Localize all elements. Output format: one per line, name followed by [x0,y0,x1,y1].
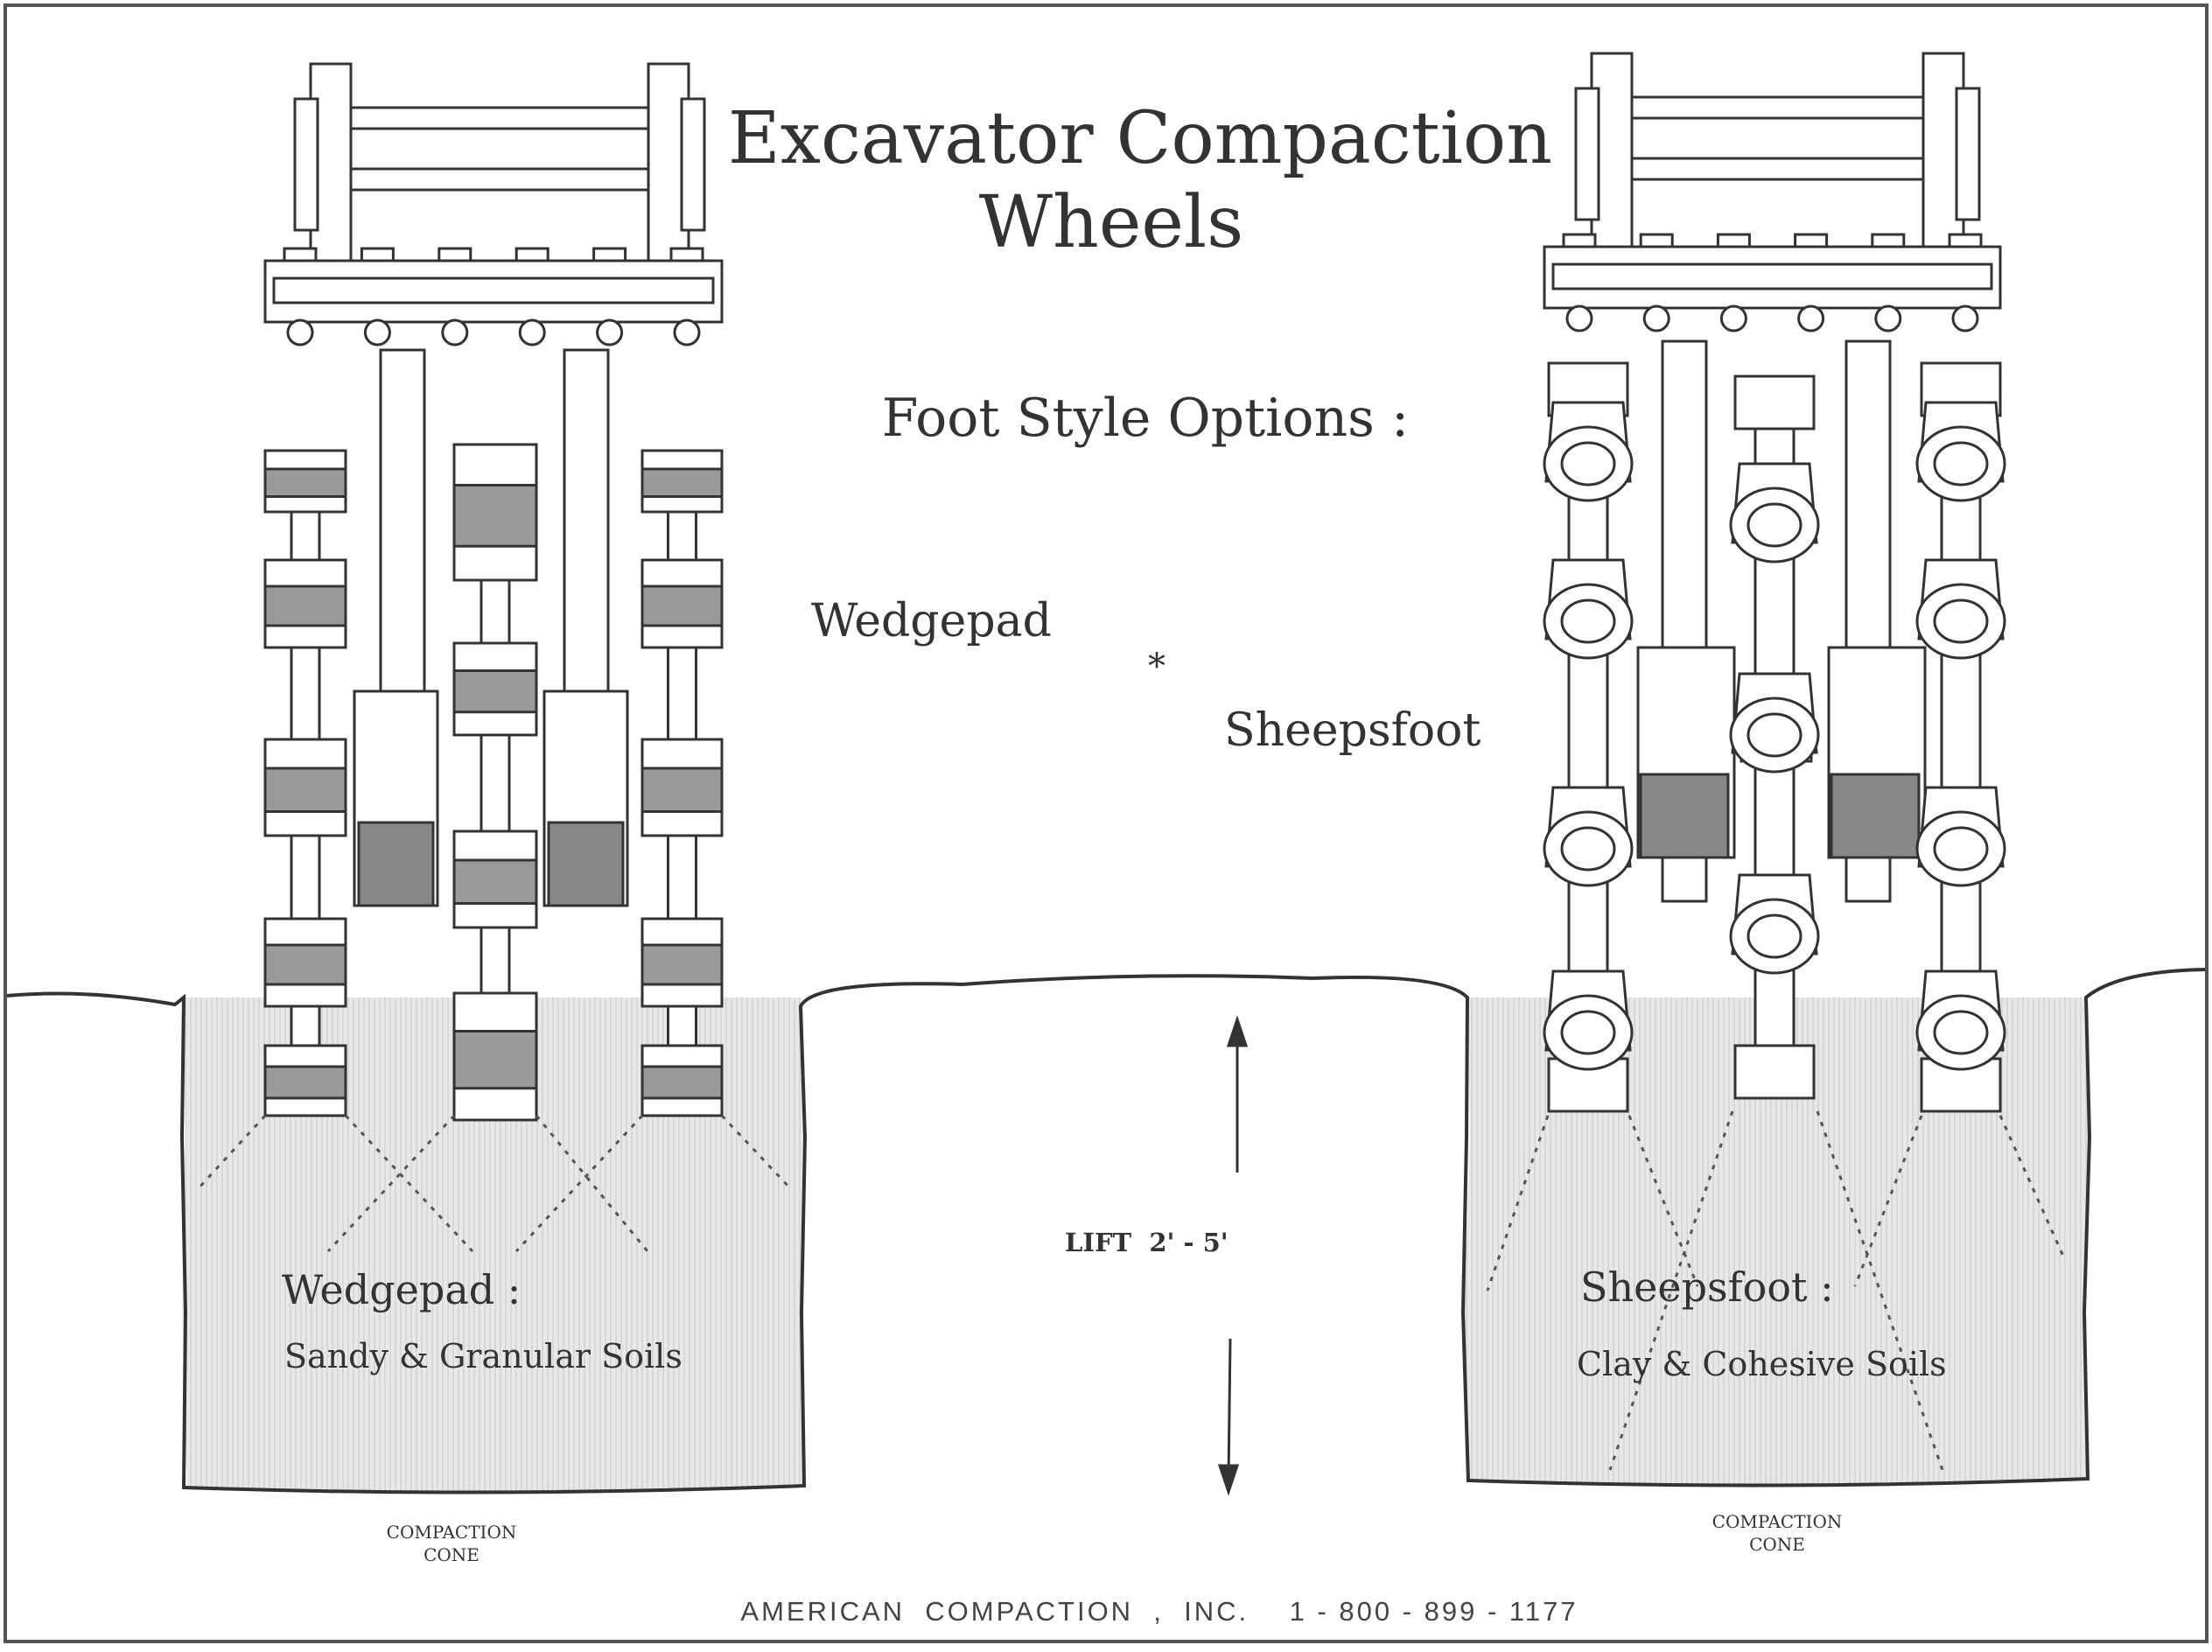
sheepsfoot-foot-inner [1933,1010,1989,1055]
wedgepad-foot-band [452,669,538,714]
wedgepad-foot-band [263,584,347,627]
option-sheepsfoot: Sheepsfoot [1224,704,1480,757]
bolt-icon [1719,304,1747,332]
bolt-icon [596,318,624,346]
sheepsfoot-foot-inner [1746,712,1802,758]
option-separator: * [1148,647,1166,687]
left-cone-label-2: CONE [424,1544,480,1565]
left-pit-label: Wedgepad : [282,1266,521,1313]
bolt-head [1794,233,1829,248]
bolt-icon [1797,304,1825,332]
left-hub-block [357,821,435,907]
bolt-head [514,247,550,262]
bolt-head [669,247,704,262]
wedgepad-foot-band [263,766,347,813]
compaction-cone-line [1486,1115,1550,1292]
wedgepad-foot-band [263,467,347,498]
bolt-icon [1565,304,1593,332]
lift-arrow [1217,1015,1249,1496]
bolt-head [1562,233,1597,248]
sheepsfoot-foot-inner [1560,441,1616,486]
compaction-cone-line [1853,1115,1923,1287]
wedgepad-foot-band [263,1065,347,1100]
bolt-head [1716,233,1751,248]
left-soil-pit [182,998,806,1492]
bolt-head [1639,233,1674,248]
options-heading: Foot Style Options : [882,388,1409,449]
left-bracket-flange [293,97,319,232]
bolt-icon [286,318,314,346]
compaction-cone-line [344,1114,474,1253]
bolt-head [438,247,472,262]
left-hub-block [547,821,625,907]
right-soil-pit [1464,998,2090,1488]
right-bracket-pin-bar [1616,95,1939,120]
right-pit-soil: Clay & Cohesive Soils [1577,1345,1947,1383]
right-hub-block [1639,773,1730,859]
bolt-head [360,247,395,262]
title-line-1: Excavator Compaction [728,97,1552,180]
bolt-head [1871,233,1906,248]
sheepsfoot-foot-inner [1560,826,1616,872]
sheepsfoot-foot-inner [1746,914,1802,959]
left-bracket-flange [680,97,706,232]
sheepsfoot-cap [1733,1044,1816,1100]
wedgepad-foot-band [640,766,724,813]
right-bracket-mount-plate-rail [1551,262,1993,290]
sheepsfoot-foot-inner [1933,441,1989,486]
bolt-icon [1951,304,1979,332]
wedgepad-foot-band [452,1030,538,1090]
wedgepad-foot-band [263,943,347,986]
bolt-icon [673,318,701,346]
compaction-cone-line [1628,1115,1699,1287]
wedgepad-foot-band [640,1065,724,1100]
lift-label: LIFT 2' - 5' [1065,1228,1228,1257]
wedgepad-foot-band [640,467,724,498]
left-bracket-mount-plate-rail [272,276,715,304]
left-cone-label-1: COMPACTION [387,1522,517,1543]
option-wedgepad: Wedgepad [811,595,1052,648]
bolt-icon [363,318,391,346]
compaction-cone-line [326,1114,456,1253]
sheepsfoot-cap [1733,374,1816,430]
left-pit-soil: Sandy & Granular Soils [284,1337,682,1376]
bolt-head [592,247,627,262]
left-bracket-pin-bar [335,106,664,130]
right-cone-label-1: COMPACTION [1712,1511,1843,1532]
bolt-icon [441,318,469,346]
footer-company: AMERICAN COMPACTION , INC. 1 - 800 - 899… [740,1596,1578,1627]
bolt-head [1948,233,1983,248]
sheepsfoot-foot-inner [1746,502,1802,548]
compaction-cone-line [1998,1115,2067,1261]
right-pit-label: Sheepsfoot : [1580,1264,1834,1311]
wedgepad-foot-band [640,584,724,627]
sheepsfoot-foot-inner [1560,1010,1616,1055]
bolt-icon [1874,304,1902,332]
wedgepad-foot-band [452,858,538,905]
right-cone-label-2: CONE [1749,1534,1805,1555]
left-bracket-pin-bar [335,167,664,192]
sheepsfoot-foot-inner [1560,598,1616,644]
sheepsfoot-foot-inner [1933,598,1989,644]
wedgepad-foot-band [452,484,538,548]
wedgepad-foot-band [640,943,724,986]
sheepsfoot-foot-inner [1933,826,1989,872]
bolt-head [283,247,318,262]
ground-line [6,968,2206,1494]
right-bracket-flange [1955,87,1981,221]
bolt-icon [1642,304,1670,332]
bolt-icon [518,318,546,346]
right-bracket-pin-bar [1616,157,1939,181]
right-bracket-flange [1574,87,1600,221]
right-hub-block [1830,773,1921,859]
title-line-2: Wheels [979,181,1243,264]
compaction-cone-line [514,1114,644,1253]
